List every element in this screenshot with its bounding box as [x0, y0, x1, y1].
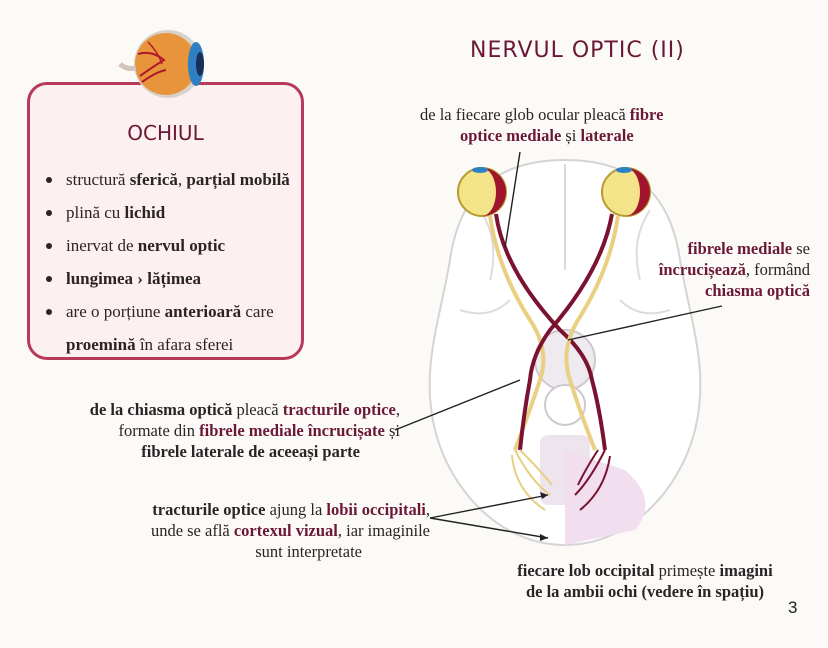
list-item: lungimea › lățimea: [42, 262, 304, 295]
list-item: inervat de nervul optic: [42, 229, 304, 262]
list-item: plină cu lichid: [42, 196, 304, 229]
annotation-optic-tracts: de la chiasma optică pleacă tracturile o…: [89, 400, 400, 461]
page-number: 3: [788, 598, 798, 617]
eyeball-icon: [118, 30, 204, 98]
list-item: are o porțiune anterioară care: [42, 295, 304, 328]
list-item: structură sferică, parțial mobilă: [42, 163, 304, 196]
eye-box-title: OCHIUL: [127, 121, 204, 145]
annotation-chiasma: fibrele mediale se încrucișează, formând…: [658, 239, 810, 300]
annotation-visual-cortex: tracturile optice ajung la lobii occipit…: [150, 500, 430, 561]
eye-properties-list: structură sferică, parțial mobilă plină …: [42, 163, 304, 361]
annotation-occipital-lobe: fiecare lob occipital primește imagini d…: [517, 561, 773, 601]
optic-pathway-illustration: [428, 158, 702, 547]
list-item-continuation: proemină în afara sferei: [66, 335, 234, 354]
annotation-optic-fibres: de la fiecare glob ocular pleacă fibre o…: [420, 105, 664, 145]
page-title: NERVUL OPTIC (II): [470, 38, 685, 63]
eye-info-box: OCHIUL structură sferică, parțial mobilă…: [27, 82, 304, 360]
